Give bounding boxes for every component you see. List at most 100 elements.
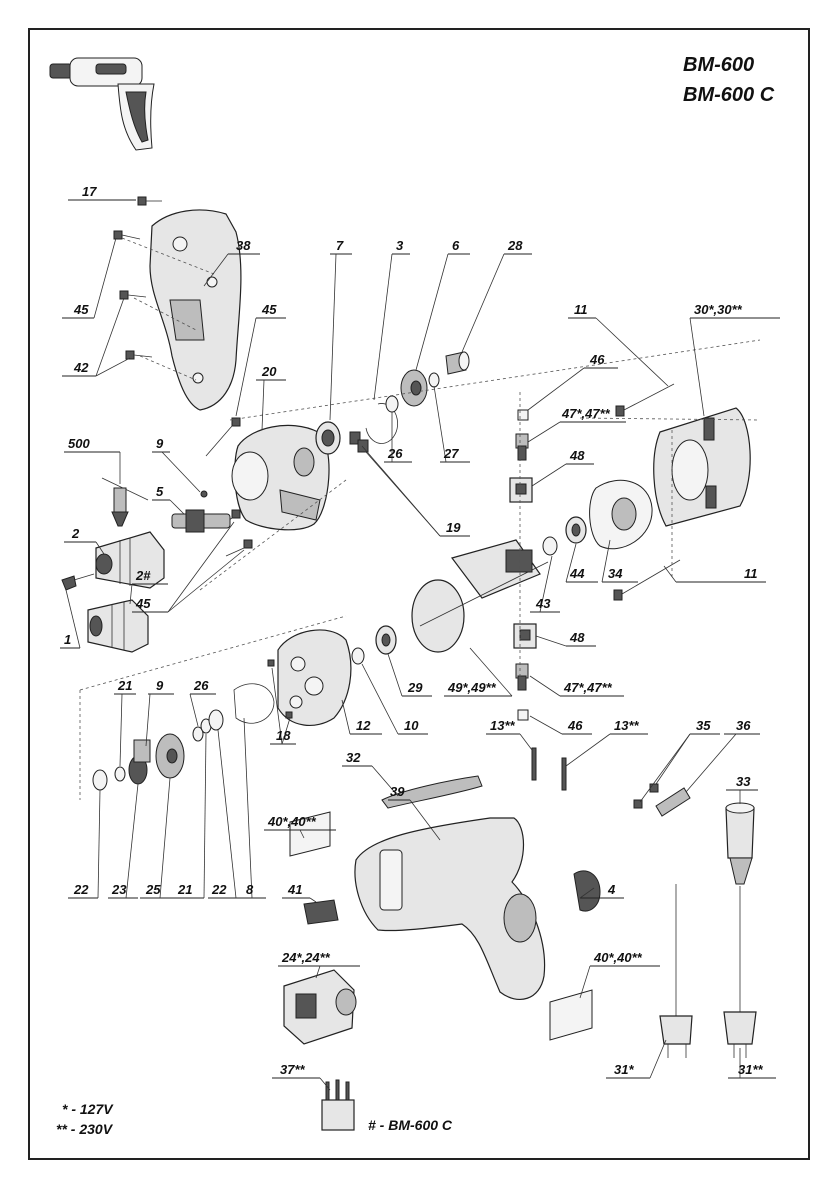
cable-clamp-36 [655, 787, 691, 817]
label-9-top: 9 [156, 436, 164, 451]
gear-6 [400, 369, 428, 407]
screw-45-mid [205, 417, 241, 457]
label-22-right: 22 [211, 882, 227, 897]
diagram-frame [28, 28, 810, 1160]
label-21-top: 21 [117, 678, 132, 693]
washer-26-top [385, 395, 399, 413]
washer-21-left [114, 766, 126, 782]
label-11-bottom: 11 [744, 566, 758, 581]
label-40-top: 40*,40** [267, 814, 317, 829]
gear-25 [155, 733, 185, 779]
label-36: 36 [736, 718, 751, 733]
label-39: 39 [390, 784, 405, 799]
label-35: 35 [696, 718, 711, 733]
label-23: 23 [111, 882, 127, 897]
label-2-hash: 2# [135, 568, 151, 583]
switch-4 [573, 870, 601, 912]
label-41: 41 [287, 882, 302, 897]
label-32: 32 [346, 750, 361, 765]
label-45-a: 45 [73, 302, 89, 317]
label-43: 43 [535, 596, 551, 611]
pinion-23 [128, 739, 151, 785]
title-line-1: BM-600 [683, 54, 754, 76]
label-21-bottom: 21 [177, 882, 192, 897]
label-28: 28 [507, 238, 523, 253]
label-4: 4 [607, 882, 616, 897]
needle-bearings-19 [349, 431, 369, 453]
part-labels: 17 45 42 38 45 7 3 6 28 11 30*,30** 20 4… [64, 184, 764, 1077]
washer-10 [351, 647, 365, 665]
legend-127v: * - 127V [62, 1101, 114, 1117]
chuck-2 [95, 531, 165, 589]
label-42: 42 [73, 360, 89, 375]
label-47-bottom: 47*,47** [563, 680, 613, 695]
power-cord-31-127v [659, 884, 693, 1058]
label-leader-lines [60, 199, 780, 1091]
label-10: 10 [404, 718, 419, 733]
screws-35 [633, 783, 659, 809]
label-12: 12 [356, 718, 371, 733]
long-screw-11-top [615, 383, 675, 417]
seal-8 [233, 683, 275, 724]
label-26-bottom: 26 [193, 678, 209, 693]
label-5: 5 [156, 484, 164, 499]
stator-30 [653, 407, 751, 527]
gear-housing-20 [231, 424, 330, 531]
bearing-7 [315, 421, 341, 455]
long-screw-11-bottom [613, 559, 681, 601]
pad-41 [303, 899, 339, 925]
label-48-top: 48 [569, 448, 585, 463]
washer-27 [428, 372, 440, 388]
spacer-22-left [92, 769, 108, 791]
label-18: 18 [276, 728, 291, 743]
label-31-230v: 31** [738, 1062, 764, 1077]
brush-cap-46-top [517, 409, 529, 421]
terminal-13-left [531, 747, 537, 781]
label-30: 30*,30** [694, 302, 743, 317]
chuck-screw-1 [61, 573, 95, 591]
brush-cap-46-bottom [517, 709, 529, 721]
label-29: 29 [407, 680, 423, 695]
bush-28 [445, 351, 470, 375]
brush-holder-48-bottom [513, 623, 537, 649]
screw-42-lower [125, 350, 153, 360]
label-24: 24*,24** [281, 950, 331, 965]
label-3: 3 [396, 238, 404, 253]
brush-47-bottom [515, 663, 529, 691]
label-8: 8 [246, 882, 254, 897]
legend-bm600c: # - BM-600 C [368, 1117, 453, 1133]
plate-40-top [289, 811, 331, 857]
power-cord-31-230v [723, 886, 757, 1058]
label-9-bottom: 9 [156, 678, 164, 693]
label-26-top: 26 [387, 446, 403, 461]
label-46-top: 46 [589, 352, 605, 367]
switch-24 [283, 969, 357, 1045]
connector-37 [321, 1079, 355, 1131]
bearing-29 [375, 625, 397, 655]
screw-17 [137, 196, 162, 206]
label-25: 25 [145, 882, 161, 897]
assembly-axis-lines [79, 237, 761, 800]
label-40-bottom: 40*,40** [593, 950, 643, 965]
label-33: 33 [736, 774, 751, 789]
label-31-127v: 31* [614, 1062, 634, 1077]
label-2: 2 [71, 526, 80, 541]
label-37: 37** [280, 1062, 306, 1077]
label-13-right: 13** [614, 718, 640, 733]
drill-thumbnail [49, 57, 155, 151]
label-20: 20 [261, 364, 277, 379]
title-line-2: BM-600 C [683, 84, 775, 106]
label-6: 6 [452, 238, 460, 253]
legend-230v: ** - 230V [56, 1121, 114, 1137]
label-45-b: 45 [261, 302, 277, 317]
washer-43 [542, 536, 558, 556]
housing-39 [354, 817, 546, 1001]
label-27: 27 [443, 446, 459, 461]
label-45-c: 45 [135, 596, 151, 611]
spindle-5 [171, 490, 231, 533]
label-13-left: 13** [490, 718, 516, 733]
side-handle-33 [725, 802, 755, 885]
bearing-44 [565, 516, 587, 544]
label-17: 17 [82, 184, 97, 199]
